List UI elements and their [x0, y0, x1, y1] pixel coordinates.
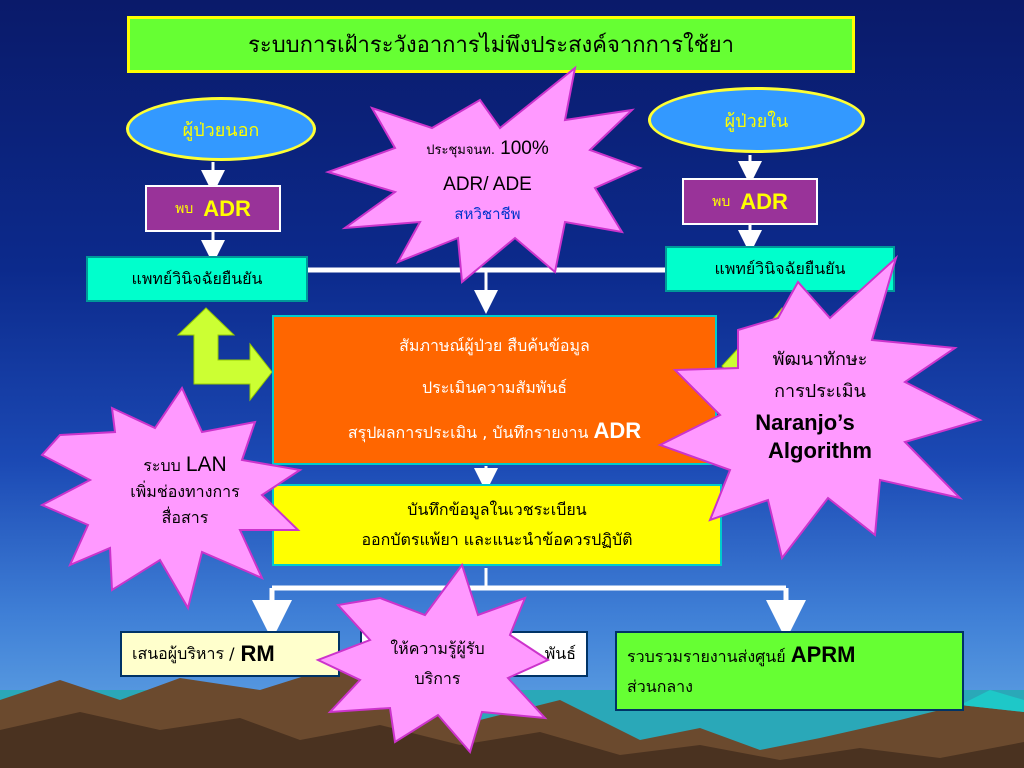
star-bottom-line-1: ให้ความรู้ผู้รับ: [390, 639, 485, 658]
star-left-line-3: สื่อสาร: [161, 508, 209, 527]
star-right-line-4: Algorithm: [768, 438, 872, 463]
star-top-line-1: ประชุมจนท. 100%: [380, 132, 595, 168]
star-right-line-3: Naranjo’s: [755, 410, 855, 435]
process-line-1: สัมภาษณ์ผู้ป่วย สืบค้นข้อมูล: [399, 335, 590, 355]
middle-bottom-fragment: พันธ์: [544, 643, 576, 663]
star-right-line-1: พัฒนาทักษะ: [772, 349, 868, 370]
starburst-right-text: พัฒนาทักษะ การประเมิน Naranjo’s Algorith…: [730, 344, 910, 464]
inpatient-ellipse: ผู้ป่วยใน: [648, 87, 865, 153]
starburst-bottom-text: ให้ความรู้ผู้รับ บริการ: [355, 634, 520, 694]
inpatient-label: ผู้ป่วยใน: [724, 110, 789, 132]
doctor-diagnose-box-right: แพทย์วินิจฉัยยืนยัน: [665, 246, 895, 292]
found-adr-label: ADR: [203, 195, 251, 221]
found-adr-label: ADR: [740, 188, 788, 214]
starburst-left: [39, 385, 303, 611]
found-adr-prefix: พบ: [712, 193, 731, 210]
aprm-line-1-text: รวบรวมรายงานส่งศูนย์: [627, 647, 786, 666]
starburst-bottom: [315, 562, 551, 755]
aprm-line-1-value: APRM: [790, 642, 856, 667]
aprm-line-1: รวบรวมรายงานส่งศูนย์ APRM: [627, 640, 855, 672]
assessment-process-box: สัมภาษณ์ผู้ป่วย สืบค้นข้อมูล ประเมินความ…: [272, 315, 717, 465]
page-title: ระบบการเฝ้าระวังอาการไม่พึงประสงค์จากการ…: [248, 33, 734, 58]
aprm-report-box: รวบรวมรายงานส่งศูนย์ APRM ส่วนกลาง: [615, 631, 964, 711]
star-left-line-1-value: LAN: [185, 453, 227, 476]
doctor-diagnose-label: แพทย์วินิจฉัยยืนยัน: [131, 268, 263, 288]
record-line-2: ออกบัตรแพ้ยา และแนะนำข้อควรปฏิบัติ: [361, 530, 633, 549]
outpatient-label: ผู้ป่วยนอก: [182, 119, 260, 141]
starburst-top: [324, 65, 643, 284]
star-left-line-2: เพิ่มช่องทางการ: [130, 482, 240, 501]
outpatient-ellipse: ผู้ป่วยนอก: [126, 97, 316, 161]
starburst-top-text: ประชุมจนท. 100% ADR/ ADE สหวิชาชีพ: [380, 132, 595, 226]
aprm-line-2: ส่วนกลาง: [627, 677, 693, 696]
process-line-3: สรุปผลการประเมิน , บันทึกรายงาน ADR: [348, 418, 641, 446]
doctor-diagnose-box-left: แพทย์วินิจฉัยยืนยัน: [86, 256, 308, 302]
star-right-line-2: การประเมิน: [774, 381, 866, 402]
process-line-3-suffix: ADR: [593, 418, 642, 444]
report-executive-value: RM: [240, 641, 275, 666]
report-executive-box: เสนอผู้บริหาร / RM: [120, 631, 340, 677]
star-top-line-1-value: 100%: [500, 138, 549, 159]
star-top-line-2: ADR/ ADE: [443, 174, 532, 195]
record-line-1: บันทึกข้อมูลในเวชระเบียน: [407, 500, 587, 519]
loop-arrow-left: [176, 307, 273, 402]
found-adr-prefix: พบ: [175, 200, 194, 217]
star-left-line-1-prefix: ระบบ: [143, 456, 181, 475]
title-banner: ระบบการเฝ้าระวังอาการไม่พึงประสงค์จากการ…: [127, 16, 855, 73]
star-top-line-3: สหวิชาชีพ: [454, 205, 521, 223]
found-adr-box-left: พบ ADR: [145, 185, 281, 232]
record-box: บันทึกข้อมูลในเวชระเบียน ออกบัตรแพ้ยา แล…: [272, 484, 722, 566]
star-bottom-line-2: บริการ: [414, 669, 461, 688]
starburst-right: [657, 254, 983, 561]
found-adr-box-right: พบ ADR: [682, 178, 818, 225]
star-left-line-1: ระบบ LAN: [95, 452, 275, 479]
starburst-left-text: ระบบ LAN เพิ่มช่องทางการ สื่อสาร: [95, 452, 275, 531]
process-line-3-text: สรุปผลการประเมิน , บันทึกรายงาน: [347, 423, 589, 443]
process-line-2: ประเมินความสัมพันธ์: [421, 377, 568, 397]
doctor-diagnose-label: แพทย์วินิจฉัยยืนยัน: [714, 258, 846, 278]
report-executive-text: เสนอผู้บริหาร /: [132, 643, 235, 663]
star-top-line-1-prefix: ประชุมจนท.: [426, 143, 496, 158]
